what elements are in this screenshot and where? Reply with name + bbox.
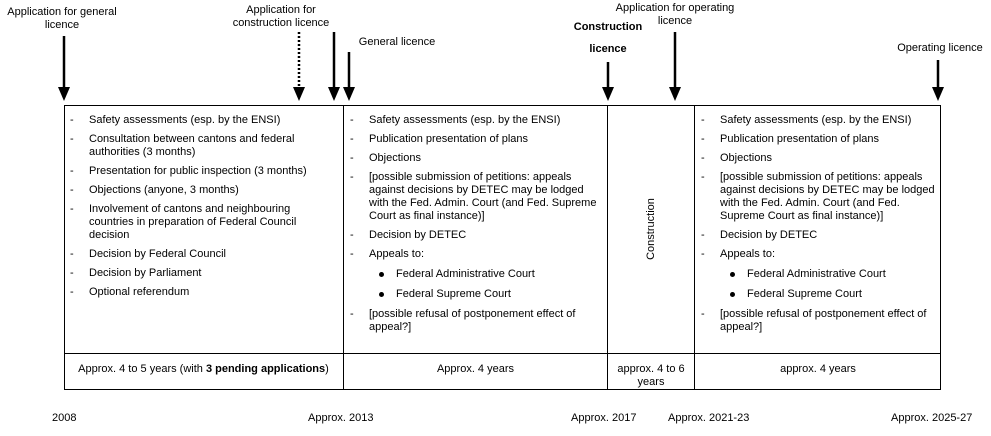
court-item: Federal Supreme Court (720, 288, 937, 301)
milestone-arrows (58, 32, 944, 101)
construction-text: Construction (645, 198, 657, 260)
milestone-operating-licence: Operating licence (897, 42, 983, 54)
construction-label: Construction (608, 110, 694, 348)
phase3-list: Safety assessments (esp. by the ENSI) Pu… (697, 114, 937, 334)
list-item: Publication presentation of plans (346, 133, 600, 146)
date-2025: Approx. 2025-27 (891, 412, 973, 424)
court-list: Federal Administrative Court Federal Sup… (369, 268, 600, 301)
list-item: [possible refusal of postponement effect… (697, 308, 937, 334)
milestone-operating-application: Application for operating licence (615, 2, 735, 27)
list-item: Decision by Federal Council (66, 248, 334, 261)
list-item: Objections (697, 152, 937, 165)
arrow-construction-application (328, 32, 340, 101)
list-item: Optional referendum (66, 286, 334, 299)
arrow-operating-licence (932, 60, 944, 101)
appeals-label: Appeals to: (720, 248, 776, 260)
arrow-operating-application (669, 32, 681, 101)
list-item: Involvement of cantons and neighbouring … (66, 203, 334, 242)
list-item: Objections (346, 152, 600, 165)
appeals-label: Appeals to: (369, 248, 425, 260)
phase1-duration-suffix: ) (325, 363, 329, 375)
arrow-construction-application-dotted (293, 32, 305, 101)
court-item: Federal Administrative Court (720, 268, 937, 281)
milestone-general-application: Application for general licence (7, 6, 117, 31)
date-2021: Approx. 2021-23 (668, 412, 750, 424)
list-item: Publication presentation of plans (697, 133, 937, 146)
list-item: Consultation between cantons and federal… (66, 133, 334, 159)
construction-duration: approx. 4 to 6 years (617, 363, 685, 388)
phase1-list: Safety assessments (esp. by the ENSI) Co… (66, 114, 334, 299)
court-list: Federal Administrative Court Federal Sup… (720, 268, 937, 301)
date-2013: Approx. 2013 (308, 412, 374, 424)
list-item: [possible refusal of postponement effect… (346, 308, 600, 334)
list-item: [possible submission of petitions: appea… (346, 171, 600, 223)
phase3-duration: approx. 4 years (780, 363, 856, 375)
date-2017: Approx. 2017 (571, 412, 637, 424)
list-item: Decision by Parliament (66, 267, 334, 280)
phase1-column: Safety assessments (esp. by the ENSI) Co… (66, 114, 334, 305)
process-table-outer (64, 105, 941, 390)
court-item: Federal Supreme Court (369, 288, 600, 301)
list-item: Presentation for public inspection (3 mo… (66, 165, 334, 178)
phase2-list: Safety assessments (esp. by the ENSI) Pu… (346, 114, 600, 334)
arrow-general-application (58, 36, 70, 101)
list-item: Decision by DETEC (697, 229, 937, 242)
phase2-column: Safety assessments (esp. by the ENSI) Pu… (346, 114, 600, 340)
milestone-construction-application: Application for construction licence (232, 4, 330, 29)
phase2-duration: Approx. 4 years (436, 363, 515, 375)
list-item: Safety assessments (esp. by the ENSI) (346, 114, 600, 127)
list-item: [possible submission of petitions: appea… (697, 171, 937, 223)
divider-phase1-phase2 (343, 105, 344, 390)
arrow-general-licence (343, 52, 355, 101)
list-item: Appeals to: Federal Administrative Court… (346, 248, 600, 301)
duration-row-divider (64, 353, 941, 354)
construction-column-box (607, 105, 695, 390)
date-2008: 2008 (52, 412, 77, 424)
list-item: Appeals to: Federal Administrative Court… (697, 248, 937, 301)
list-item: Decision by DETEC (346, 229, 600, 242)
list-item: Safety assessments (esp. by the ENSI) (697, 114, 937, 127)
phase3-column: Safety assessments (esp. by the ENSI) Pu… (697, 114, 937, 340)
list-item: Objections (anyone, 3 months) (66, 184, 334, 197)
milestone-construction-licence: Construction licence (573, 21, 643, 55)
phase1-duration-bold: 3 pending applications (205, 363, 326, 375)
court-item: Federal Administrative Court (369, 268, 600, 281)
arrow-construction-licence (602, 62, 614, 101)
phase1-duration-prefix: Approx. 4 to 5 years (with (78, 363, 206, 375)
list-item: Safety assessments (esp. by the ENSI) (66, 114, 334, 127)
milestone-general-licence: General licence (358, 36, 436, 48)
phase1-duration: Approx. 4 to 5 years (with 3 pending app… (64, 363, 343, 376)
